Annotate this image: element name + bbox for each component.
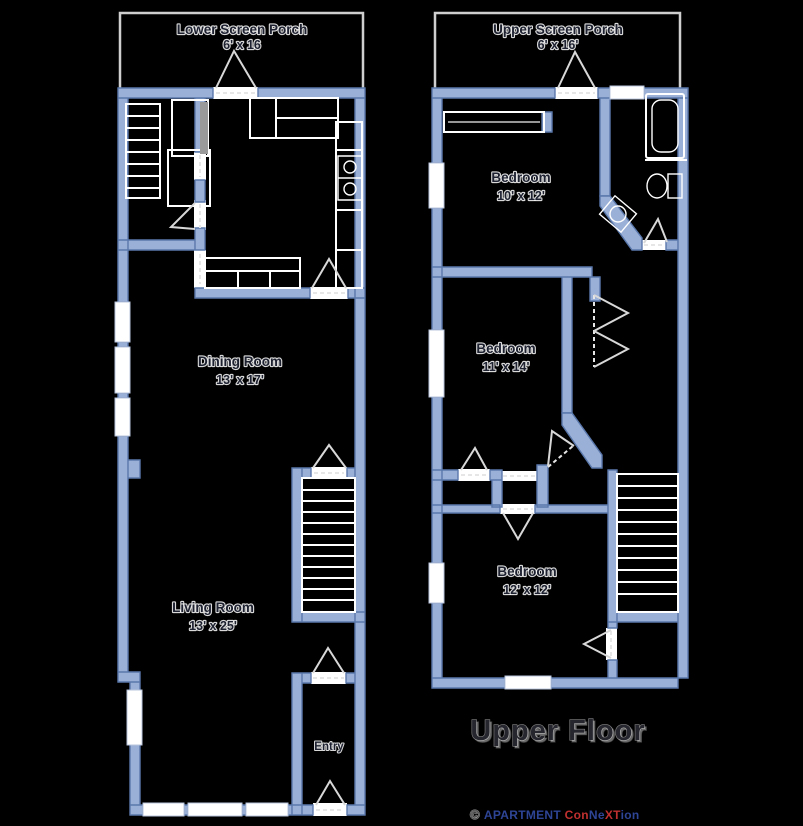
diagonal-wall (599, 195, 643, 251)
brand-footer: © APARTMENT ConNeXTion (470, 807, 640, 823)
windows (114, 301, 289, 817)
window (428, 162, 445, 209)
bathroom (598, 93, 687, 234)
burner-icon (343, 182, 357, 196)
living-room-dims: 13' x 25' (189, 619, 237, 633)
brand-segment: XT (605, 808, 621, 822)
bathtub-basin (651, 99, 679, 153)
bedroom3-dims: 12' x 12' (503, 583, 551, 597)
lower-floor-plan: Lower Screen Porch 6' x 16 Dining Room 1… (114, 11, 366, 817)
window (187, 802, 243, 817)
brand-segment: Ne (589, 808, 605, 822)
window (428, 562, 445, 604)
door-swings (168, 48, 347, 806)
bedroom-door-leaf (606, 628, 617, 660)
bedroom1-dims: 10' x 12' (497, 189, 545, 203)
bedroom2-dims: 11' x 14' (483, 360, 530, 374)
window (609, 85, 645, 100)
upper-porch-dims: 6' x 16' (538, 38, 579, 52)
porch-door-leaf (555, 87, 598, 99)
laundry-appliances (167, 99, 211, 207)
window (114, 301, 131, 343)
door-opening-dashes (461, 92, 664, 657)
living-room-label: Living Room (172, 600, 254, 615)
door-opening-dashes (199, 92, 345, 811)
brand-segment: Con (565, 808, 589, 822)
stairs-to-lower-floor (616, 473, 679, 613)
brand-segment: ion (621, 808, 640, 822)
sink-counter (598, 194, 638, 234)
upper-floor-plan: Upper Screen Porch 6' x 16' Bedroom 10' … (428, 11, 689, 748)
upper-porch-label: Upper Screen Porch (493, 22, 623, 37)
window (142, 802, 185, 817)
bedroom1-label: Bedroom (491, 170, 550, 185)
door-openings (194, 87, 348, 816)
window (114, 397, 131, 437)
bifold-closet-doors (593, 294, 631, 368)
stove (337, 155, 363, 201)
sink (609, 205, 627, 223)
closet-shelf (443, 111, 545, 133)
appliance-panel (200, 102, 208, 154)
toilet (646, 173, 668, 199)
window (126, 689, 143, 746)
bedroom2-label: Bedroom (476, 341, 535, 356)
dining-room-label: Dining Room (198, 354, 282, 369)
burner-icon (343, 160, 357, 174)
stairs-to-basement (125, 103, 161, 199)
window (114, 346, 131, 394)
bedroom3-label: Bedroom (497, 564, 556, 579)
bedroom-door-leaf (458, 469, 490, 481)
kitchen-counters (204, 97, 363, 289)
copyright-icon: © (470, 807, 480, 822)
dining-room-dims: 13' x 17' (216, 373, 264, 387)
floor-title: Upper Floor (470, 715, 645, 747)
window (428, 329, 445, 398)
entry-label: Entry (314, 741, 344, 753)
door-swings (460, 49, 668, 659)
porch-door-leaf (213, 87, 258, 99)
diagonal-wall (561, 412, 603, 469)
toilet-tank (667, 173, 683, 199)
lower-porch-label: Lower Screen Porch (177, 22, 308, 37)
brand-segment: APARTMENT (484, 808, 565, 822)
stairs-to-upper-floor (301, 477, 356, 613)
window (504, 675, 552, 690)
windows (428, 85, 645, 690)
window (245, 802, 289, 817)
bathtub (645, 93, 685, 159)
brand-logo: © APARTMENT ConNeXTion (470, 807, 639, 822)
lower-porch-dims: 6' x 16 (223, 38, 261, 52)
